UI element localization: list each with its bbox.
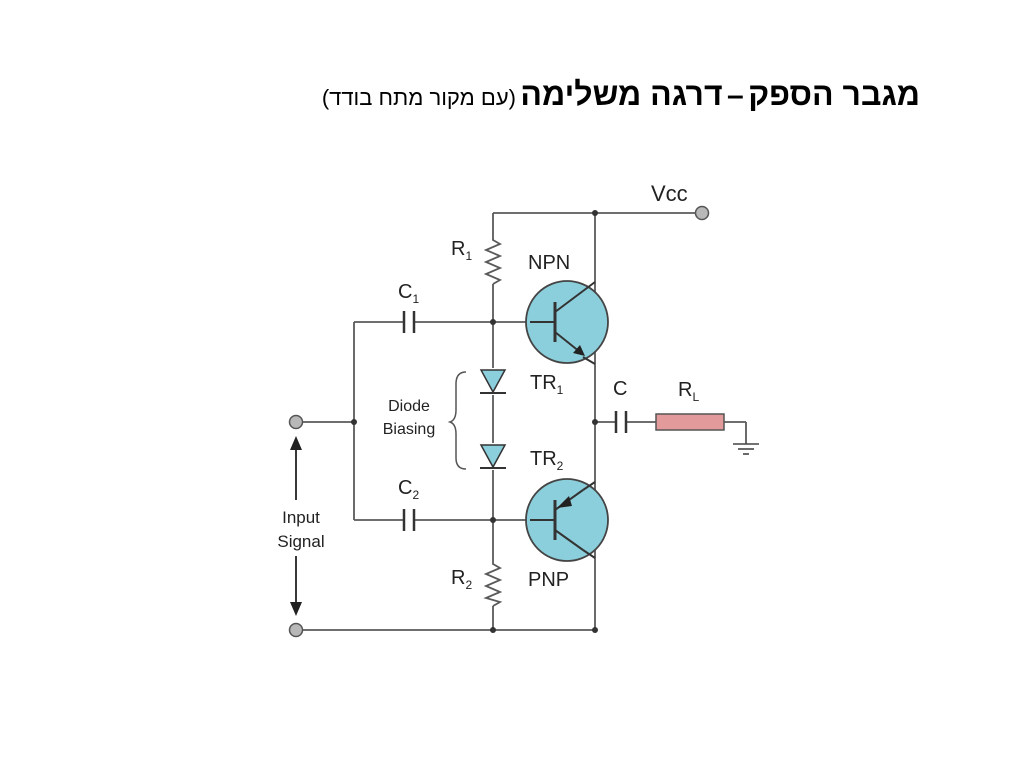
- npn-label: NPN: [528, 252, 570, 274]
- load-resistor: [655, 413, 725, 431]
- title-separator: –: [727, 79, 744, 112]
- input-terminal-bottom: [288, 622, 304, 638]
- r2-label: R2: [451, 567, 472, 592]
- title-main: מגבר הספק: [748, 76, 920, 112]
- junction-dots: [351, 210, 598, 633]
- input-terminal-top: [288, 414, 304, 430]
- c1-label: C1: [398, 281, 419, 306]
- pnp-emitter-arrow-icon: [557, 496, 572, 508]
- c2-label: C2: [398, 477, 419, 502]
- output-capacitor-label: C: [613, 378, 627, 400]
- tr2-label: TR2: [530, 448, 564, 473]
- output-capacitor: [614, 411, 628, 433]
- r2-resistor: [483, 560, 503, 607]
- rl-label: RL: [678, 379, 699, 404]
- junction-dot: [490, 319, 496, 325]
- input-signal-label-line1: Input: [282, 508, 320, 527]
- arrow-down-icon: [290, 602, 302, 616]
- tr1-label: TR1: [530, 372, 564, 397]
- diode-d1: [479, 369, 507, 394]
- diode-d2: [479, 444, 507, 469]
- junction-dot: [490, 517, 496, 523]
- c2-capacitor: [402, 509, 416, 531]
- input-signal-label-line2: Signal: [277, 532, 324, 551]
- ground-icon: [733, 443, 759, 455]
- junction-dot: [490, 627, 496, 633]
- pnp-transistor: [525, 478, 609, 562]
- r1-resistor: [483, 236, 503, 285]
- npn-emitter-arrow-icon: [573, 345, 585, 356]
- title-stage: דרגה משלימה: [520, 76, 723, 112]
- slide-title: מגבר הספק – דרגה משלימה (עם מקור מתח בוד…: [322, 76, 920, 113]
- input-signal-arrow: [290, 436, 302, 616]
- diode-biasing-brace: [447, 371, 467, 470]
- diode-biasing-label-line2: Biasing: [383, 421, 435, 438]
- arrow-up-icon: [290, 436, 302, 450]
- vcc-terminal: [694, 205, 710, 221]
- junction-dot: [592, 627, 598, 633]
- diode-biasing-label-line1: Diode: [388, 398, 430, 415]
- vcc-label: Vcc: [651, 181, 688, 206]
- junction-dot: [592, 419, 598, 425]
- npn-transistor: [525, 280, 609, 365]
- junction-dot: [351, 419, 357, 425]
- r1-label: R1: [451, 238, 472, 263]
- pnp-label: PNP: [528, 569, 569, 591]
- junction-dot: [592, 210, 598, 216]
- title-subtitle: (עם מקור מתח בודד): [321, 85, 516, 110]
- c1-capacitor: [402, 311, 416, 333]
